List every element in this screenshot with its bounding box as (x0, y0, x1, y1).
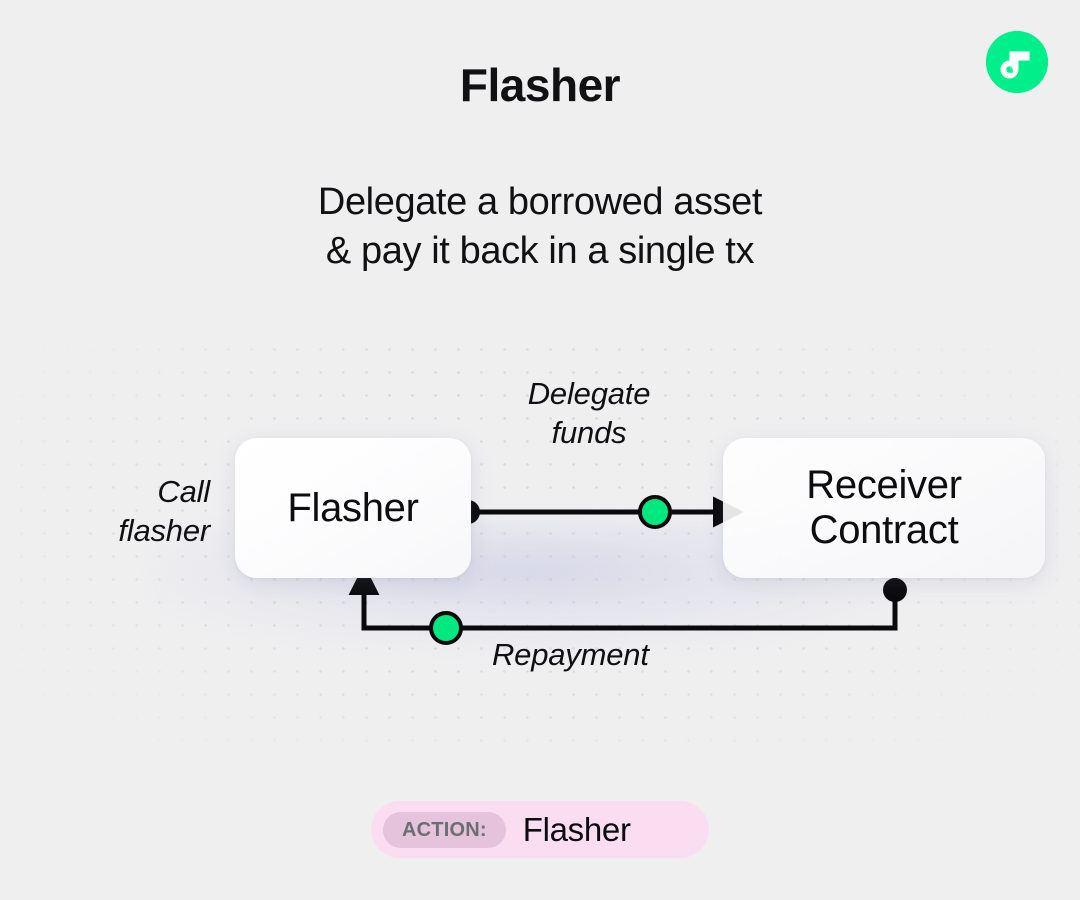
edge-label-call-flasher: Call flasher (30, 472, 210, 550)
flow-logo-icon (986, 31, 1048, 93)
action-value-label: Flasher (522, 810, 631, 848)
wire-repayment (348, 564, 898, 631)
flow-diagram: Flasher Receiver Contract Call flasher D… (0, 330, 1080, 750)
node-flasher[interactable]: Flasher (235, 438, 471, 578)
accent-node-delegate (638, 495, 672, 529)
node-flasher-label: Flasher (287, 485, 419, 530)
page-title: Flasher (459, 59, 621, 111)
edge-label-delegate-funds: Delegate funds (474, 374, 704, 452)
node-receiver-label-line-1: Receiver (806, 463, 962, 508)
edge-label-call-line-2: flasher (118, 513, 210, 549)
action-badge: ACTION: Flasher (371, 801, 709, 858)
node-receiver-label-line-2: Contract (809, 508, 959, 552)
edge-label-delegate-line-1: Delegate (527, 376, 651, 411)
diagram-wires (348, 495, 907, 645)
edge-label-call-line-1: Call (157, 474, 210, 509)
node-receiver-label: Receiver Contract (806, 463, 962, 553)
action-tag-label: ACTION: (383, 811, 506, 848)
page-subtitle: Delegate a borrowed asset & pay it back … (0, 178, 1080, 275)
subtitle-line-1: Delegate a borrowed asset (317, 181, 763, 223)
accent-node-repayment (429, 611, 463, 645)
edge-label-delegate-line-2: funds (551, 415, 627, 451)
subtitle-line-2: & pay it back in a single tx (325, 229, 755, 272)
edge-label-repayment: Repayment (492, 637, 649, 672)
endpoint-dot-receiver-out (883, 578, 907, 602)
node-receiver-contract[interactable]: Receiver Contract (723, 438, 1045, 578)
